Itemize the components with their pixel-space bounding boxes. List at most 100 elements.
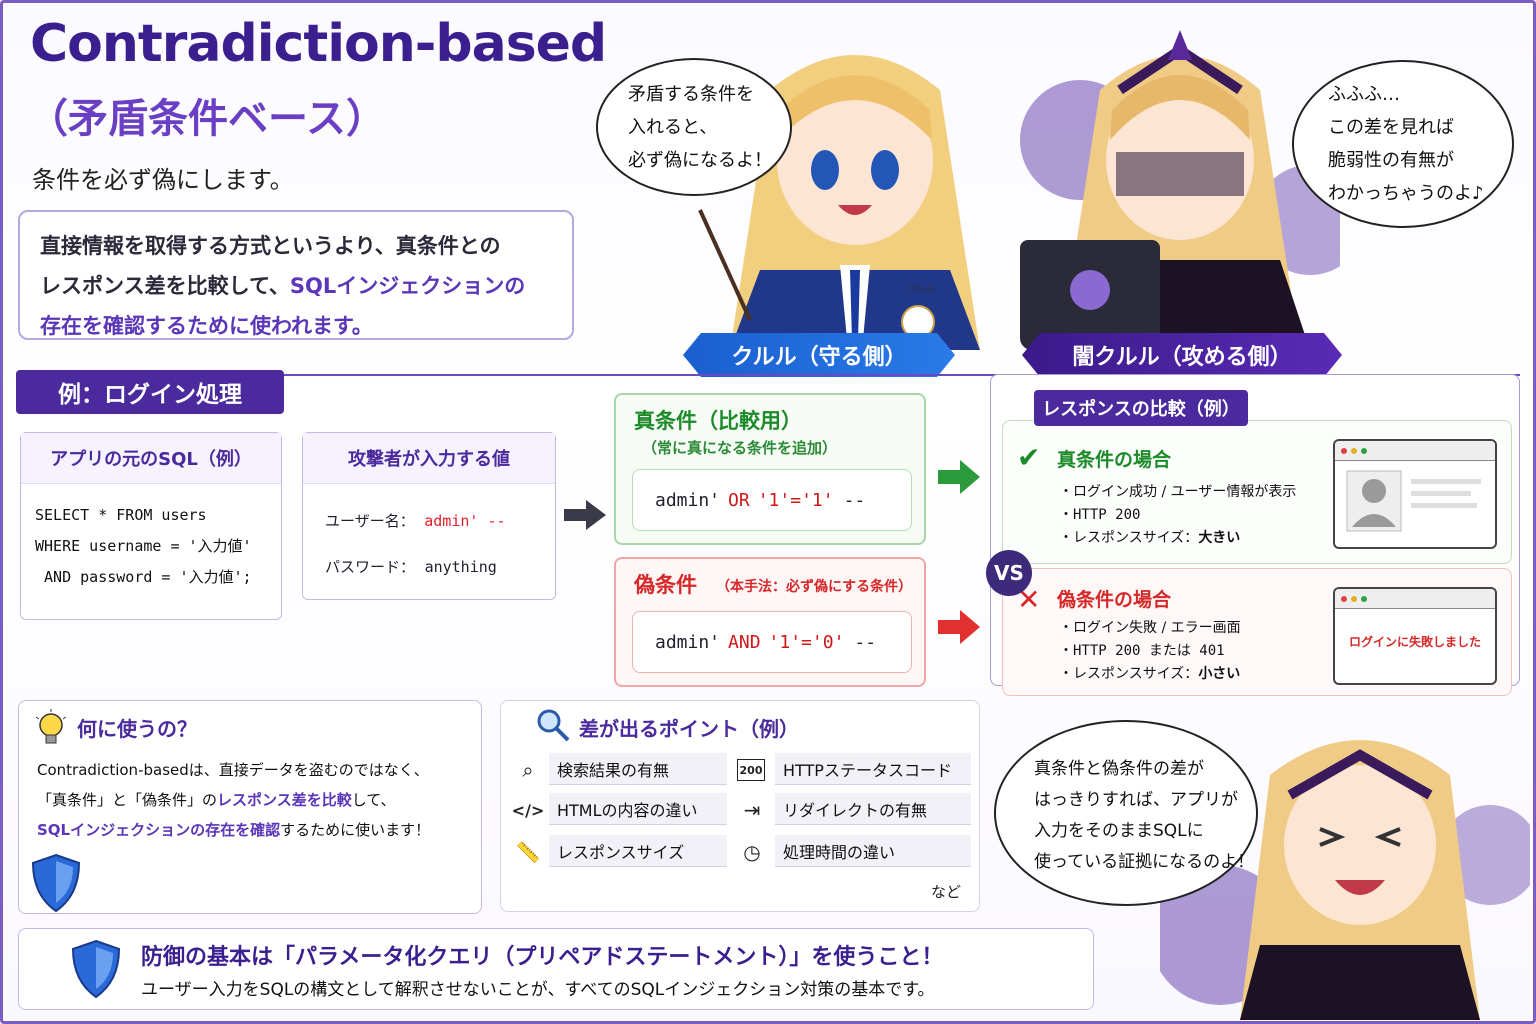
point-item: リダイレクトの有無 — [775, 793, 971, 825]
list-item: ・レスポンスサイズ：小さい — [1059, 663, 1241, 686]
dot-icon — [1361, 595, 1367, 602]
code-icon: </> — [511, 800, 545, 820]
dark-kururu-illustration — [1020, 20, 1340, 350]
red-arrow-icon — [938, 610, 980, 644]
true-condition-subtitle: （常に真になる条件を追加） — [642, 439, 838, 457]
false-response-title: 偽条件の場合 — [1057, 589, 1172, 611]
true-response-list: ・ログイン成功 / ユーザー情報が表示 ・HTTP 200 ・レスポンスサイズ：… — [1059, 481, 1296, 550]
defense-subtitle: ユーザー入力をSQLの構文として解釈させないことが、すべてのSQLインジェクショ… — [141, 980, 935, 1000]
size-value: 大きい — [1198, 530, 1241, 546]
username-value: admin' -- — [424, 512, 506, 530]
page-subtitle: 条件を必ず偽にします。 — [32, 166, 294, 194]
user-profile-icon — [1346, 470, 1481, 532]
bubble-line: 使っている証拠になるのよ！ — [1034, 852, 1255, 872]
kururu-illustration — [690, 30, 1020, 350]
size-value: 小さい — [1198, 666, 1241, 682]
username-row: ユーザー名： admin' -- — [325, 498, 533, 544]
point-item: HTTPステータスコード — [775, 753, 971, 785]
defense-title: 防御の基本は「パラメータ化クエリ（プリペアドステートメント）」を使うこと！ — [141, 945, 944, 970]
browser-bar — [1335, 589, 1495, 609]
kururu-badge: クルル — [908, 285, 935, 295]
dark-kururu-bottom-illustration — [1160, 715, 1530, 1020]
clock-icon: ◷ — [743, 840, 761, 864]
shield-icon — [71, 939, 121, 999]
dot-icon — [1361, 447, 1367, 454]
ruler-icon: 📏 — [515, 840, 541, 864]
dark-kururu-label: 闇クルル（攻める側） — [1022, 333, 1342, 377]
sql-line: WHERE username = '入力値' — [35, 537, 252, 555]
what-for-text: Contradiction-basedは、直接データを盗むのではなく、 「真条件… — [37, 755, 477, 845]
intro-line-2b: SQLインジェクションの — [289, 274, 526, 298]
false-condition-title: 偽条件 — [634, 573, 697, 597]
original-sql-code: SELECT * FROM users WHERE username = '入力… — [21, 484, 281, 609]
list-item-label: ・レスポンスサイズ： — [1059, 666, 1199, 682]
example-header: 例：ログイン処理 — [16, 370, 284, 414]
lightbulb-icon — [35, 709, 67, 744]
browser-bar — [1335, 441, 1495, 461]
bubble-line: この差を見れば — [1328, 117, 1454, 138]
browser-success-mock — [1333, 439, 1497, 549]
points-etc: など — [931, 883, 962, 901]
dark-bottom-speech-bubble: 真条件と偽条件の差が はっきりすれば、アプリが 入力をそのままSQLに 使ってい… — [994, 720, 1258, 906]
vs-badge: VS — [986, 550, 1032, 596]
list-item: ・HTTP 200 または 401 — [1059, 643, 1225, 659]
false-response-list: ・ログイン失敗 / エラー画面 ・HTTP 200 または 401 ・レスポンス… — [1059, 617, 1241, 686]
search-icon: ⌕ — [522, 758, 534, 782]
bubble-line: ふふふ… — [1328, 84, 1400, 105]
text-span: して、 — [351, 791, 396, 809]
true-response-title: 真条件の場合 — [1057, 449, 1172, 471]
what-for-box: 何に使うの？ Contradiction-basedは、直接データを盗むのではな… — [18, 700, 482, 914]
password-value: anything — [424, 558, 497, 576]
list-item: ・HTTP 200 — [1059, 507, 1141, 523]
list-item: ・ログイン成功 / ユーザー情報が表示 — [1059, 484, 1297, 500]
code-part: admin' — [655, 489, 721, 511]
false-condition-code: admin' AND '1'='0' -- — [632, 611, 912, 673]
true-condition-title: 真条件（比較用） — [634, 409, 802, 433]
list-item: ・レスポンスサイズ：大きい — [1059, 527, 1296, 550]
intro-line-3: 存在を確認するために使われます。 — [40, 314, 373, 338]
false-response-card: ✕ 偽条件の場合 ・ログイン失敗 / エラー画面 ・HTTP 200 または 4… — [1002, 568, 1512, 696]
attacker-input-title: 攻撃者が入力する値 — [303, 433, 555, 484]
code-comment: -- — [843, 489, 866, 511]
status-code-icon: 200 — [737, 759, 765, 781]
true-condition-code: admin' OR '1'='1' -- — [632, 469, 912, 531]
password-label: パスワード： — [325, 558, 416, 576]
false-condition-subtitle: （本手法：必ず偽にする条件） — [716, 579, 913, 595]
bubble-line: 入れると、 — [628, 117, 718, 138]
page-title: Contradiction-based — [30, 14, 607, 74]
intro-line-1: 直接情報を取得する方式というより、真条件との — [40, 234, 501, 258]
dot-icon — [1341, 595, 1347, 602]
dot-icon — [1351, 595, 1357, 602]
page-title-jp: （矛盾条件ベース） — [28, 96, 386, 142]
kururu-label: クルル（守る側） — [683, 333, 955, 377]
code-keyword: OR — [728, 489, 750, 511]
point-item: 検索結果の有無 — [549, 753, 727, 785]
sql-line: AND password = '入力値'; — [35, 568, 252, 586]
green-arrow-icon — [938, 460, 980, 494]
intro-line-2a: レスポンス差を比較して、 — [40, 274, 290, 298]
check-icon: ✔ — [1017, 441, 1041, 474]
false-condition-card: 偽条件 （本手法：必ず偽にする条件） admin' AND '1'='0' -- — [614, 557, 926, 687]
point-item: 処理時間の違い — [775, 835, 971, 867]
intro-box: 直接情報を取得する方式というより、真条件との レスポンス差を比較して、SQLイン… — [18, 210, 574, 340]
bubble-line: 矛盾する条件を — [628, 84, 754, 105]
code-string: '1'='1' — [757, 489, 834, 511]
attacker-input-body: ユーザー名： admin' -- パスワード： anything — [303, 484, 555, 604]
code-comment: -- — [854, 631, 877, 653]
intro-line-2: レスポンス差を比較して、SQLインジェクションの — [40, 266, 552, 306]
password-row: パスワード： anything — [325, 544, 533, 590]
dot-icon — [1351, 447, 1357, 454]
bubble-line: 必ず偽になるよ！ — [628, 150, 772, 171]
list-item-label: ・レスポンスサイズ： — [1059, 530, 1199, 546]
sql-line: SELECT * FROM users — [35, 506, 207, 524]
code-part: admin' — [655, 631, 721, 653]
redirect-icon: ⇥ — [743, 798, 761, 822]
browser-error-mock: ログインに失敗しました — [1333, 587, 1497, 685]
what-line-3: SQLインジェクションの存在を確認するために使います！ — [37, 815, 477, 845]
dot-icon — [1341, 447, 1347, 454]
kururu-speech-bubble: 矛盾する条件を 入れると、 必ず偽になるよ！ — [596, 58, 792, 196]
point-item: HTMLの内容の違い — [549, 793, 727, 825]
true-response-card: ✔ 真条件の場合 ・ログイン成功 / ユーザー情報が表示 ・HTTP 200 ・… — [1002, 420, 1512, 564]
shield-icon — [31, 853, 81, 913]
username-label: ユーザー名： — [325, 512, 415, 530]
